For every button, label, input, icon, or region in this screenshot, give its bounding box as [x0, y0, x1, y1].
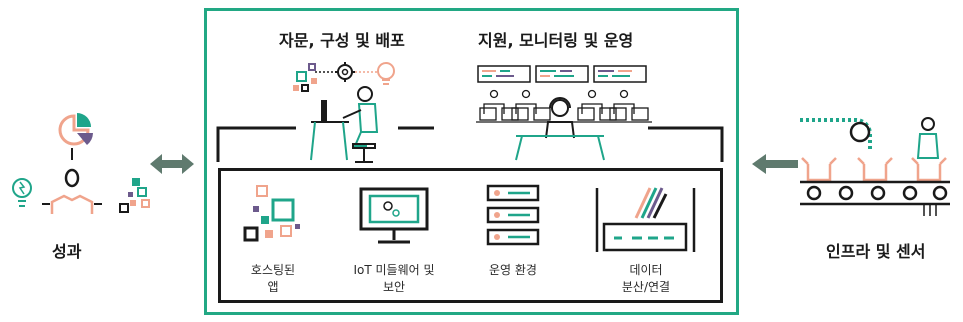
- data-router-icon: [595, 187, 696, 252]
- outcomes-label: 성과: [52, 242, 82, 261]
- left-arrow-icon: [752, 154, 798, 174]
- server-stack-icon: [486, 184, 540, 246]
- heading-support: 지원, 모니터링 및 운영: [478, 31, 634, 50]
- outcomes-illustration: [12, 113, 150, 214]
- monitor-gears-icon: [359, 187, 429, 244]
- service-hosted-apps-label: 호스팅된 앱: [228, 262, 318, 296]
- heading-consulting: 자문, 구성 및 배포: [279, 31, 405, 50]
- service-operating-env-line1: 운영 환경: [489, 263, 537, 277]
- service-data-line1: 데이터: [629, 263, 663, 277]
- infrastructure-label: 인프라 및 센서: [826, 242, 926, 261]
- service-operating-env-label: 운영 환경: [473, 262, 553, 279]
- service-data-label: 데이터 분산/연결: [606, 262, 686, 296]
- service-data-line2: 분산/연결: [621, 280, 671, 294]
- service-hosted-apps-line1: 호스팅된: [250, 263, 296, 277]
- main-frame: [204, 8, 739, 315]
- service-hosted-apps-line2: 앱: [267, 280, 279, 294]
- service-iot-label: IoT 미들웨어 및 보안: [344, 262, 444, 296]
- shelf-lines: [216, 126, 724, 162]
- service-iot-line2: 보안: [382, 280, 406, 294]
- services-panel: [218, 168, 723, 303]
- infrastructure-illustration: [800, 117, 950, 216]
- service-iot-line1: IoT 미들웨어 및: [353, 263, 435, 277]
- app-tiles-icon: [243, 185, 300, 242]
- support-illustration: [476, 65, 652, 161]
- consulting-illustration: [293, 62, 395, 163]
- double-arrow-icon: [150, 154, 194, 174]
